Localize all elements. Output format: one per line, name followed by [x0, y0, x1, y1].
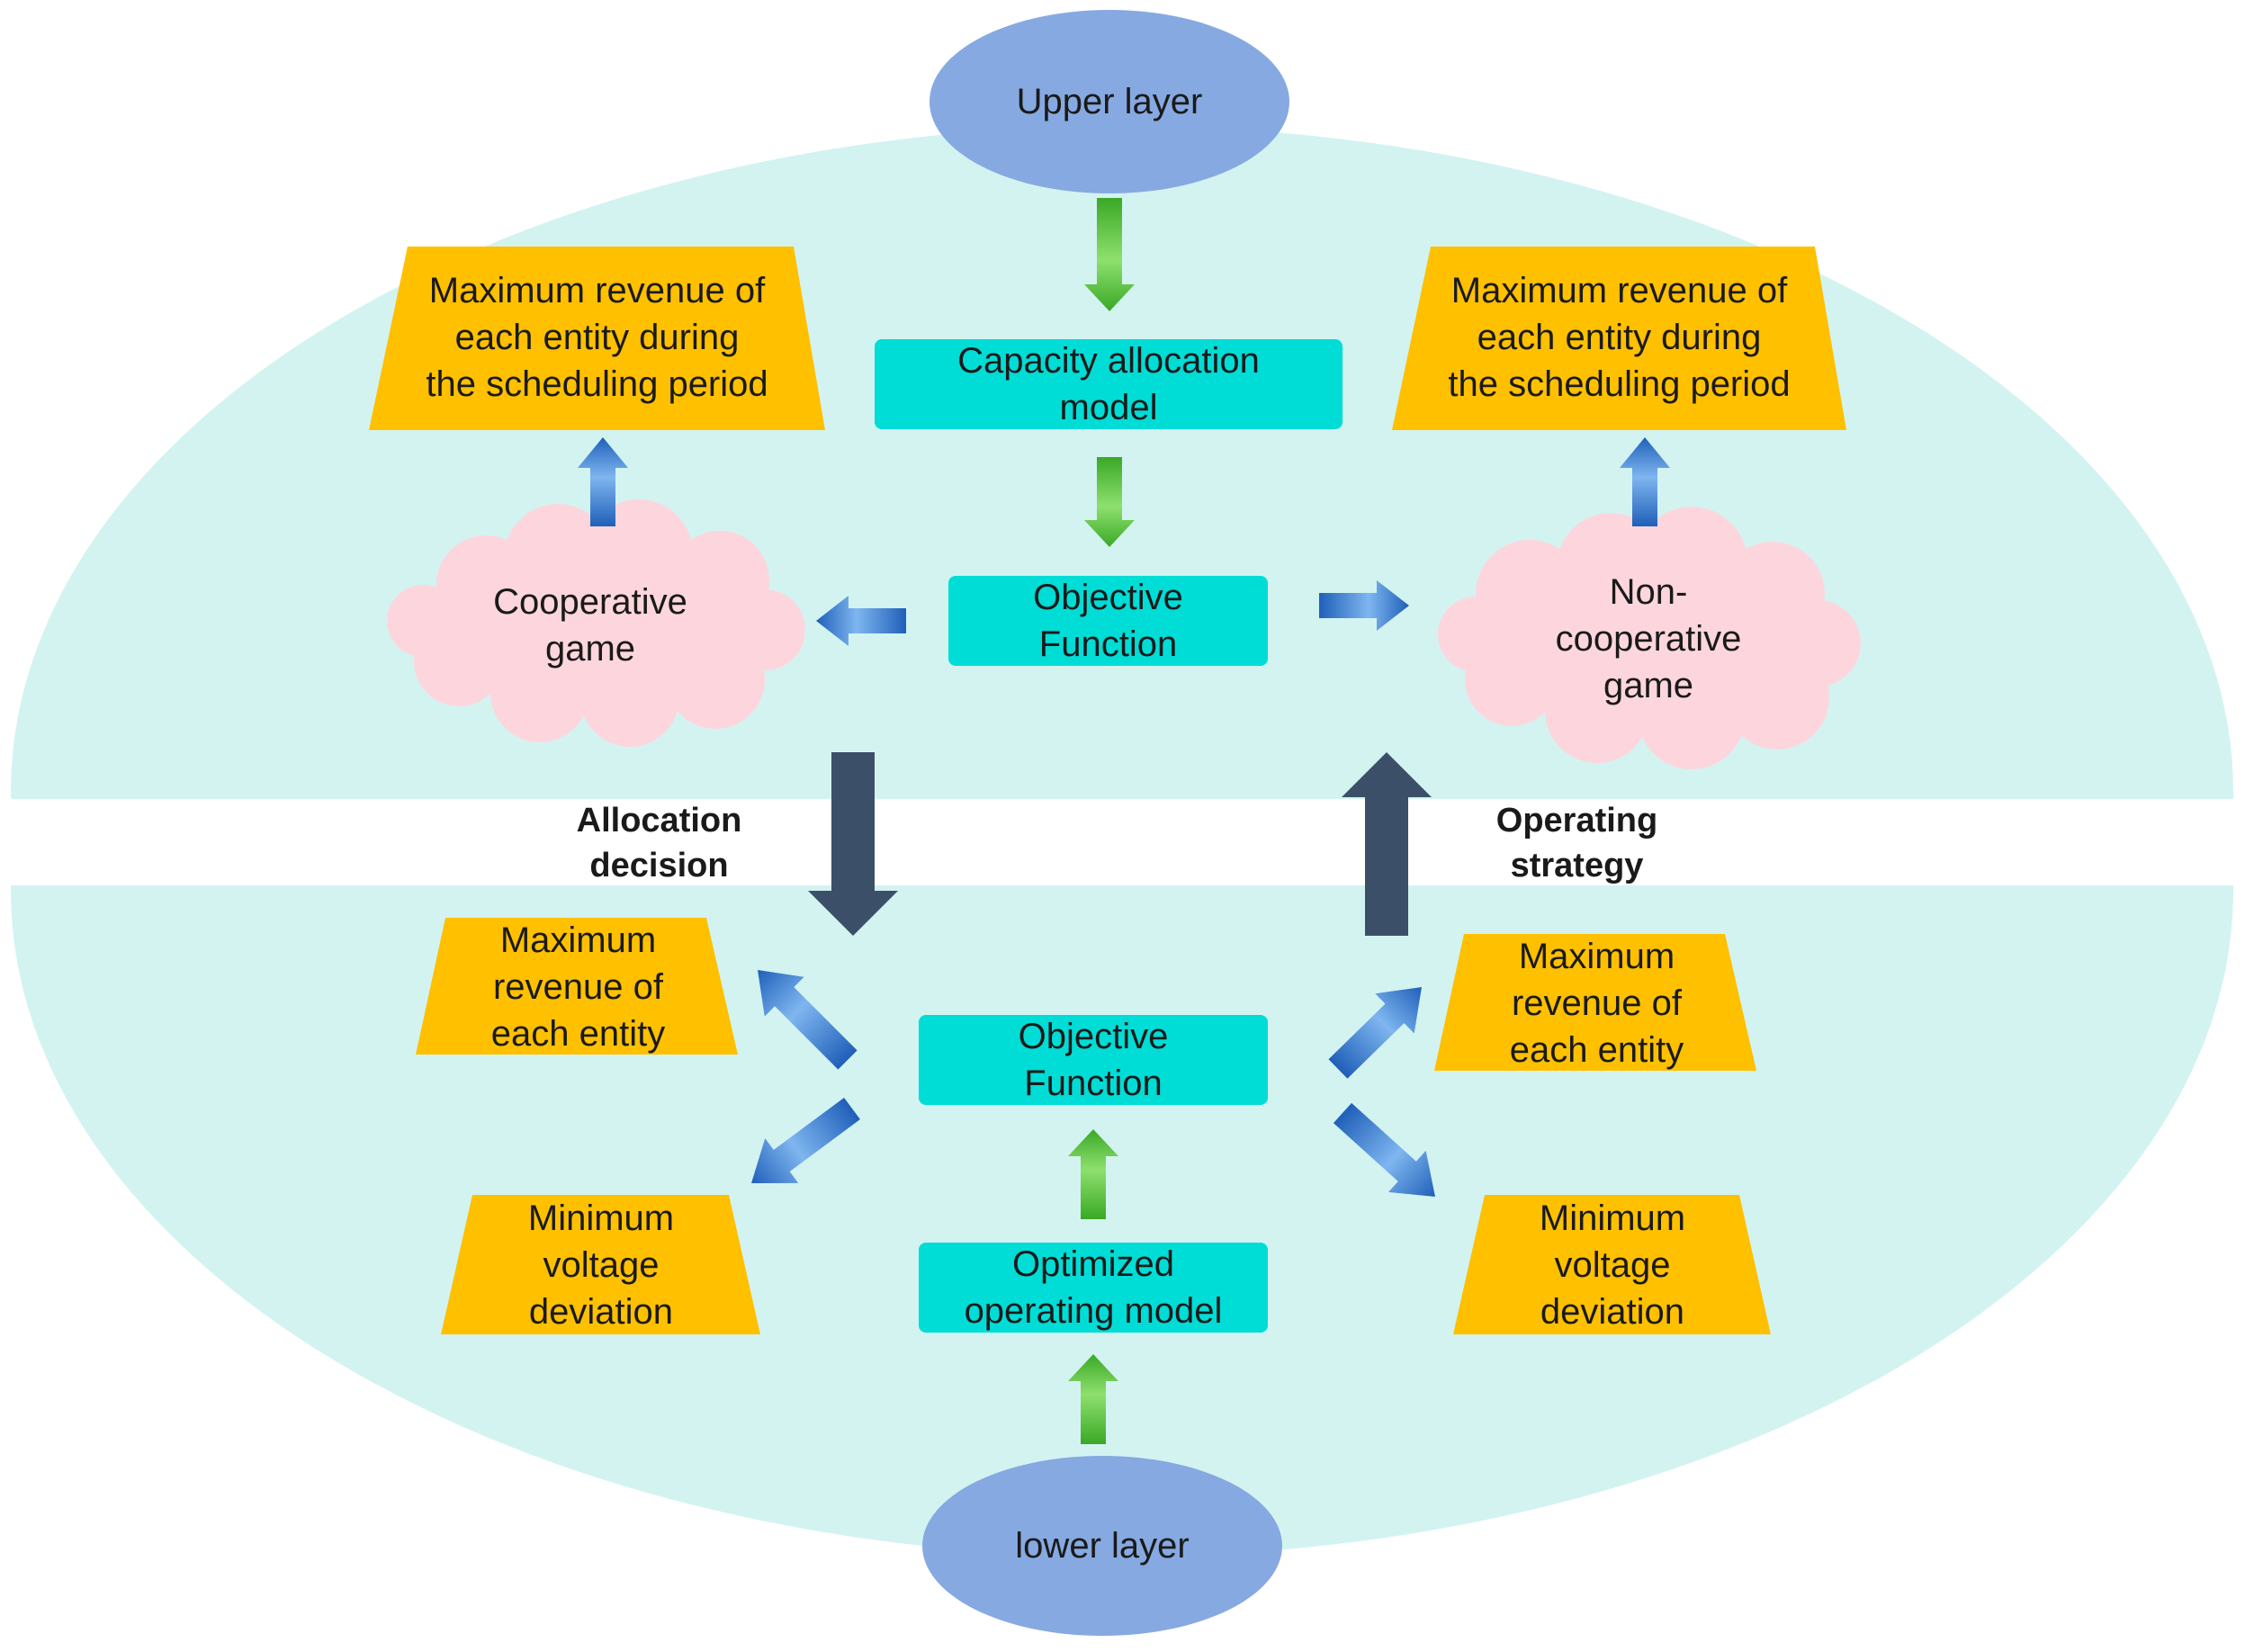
upper-layer-ellipse [929, 10, 1289, 193]
lower-objective-to-left-voltage-arrow [751, 1097, 860, 1183]
upper-left-goal-label: Maximum revenue of each entity during th… [426, 271, 768, 404]
lower-objective-to-left-revenue-arrow [758, 970, 858, 1070]
objective-to-cooperative-arrow [816, 596, 906, 646]
lower-right-voltage-label: Minimum voltage deviation [1539, 1199, 1686, 1332]
lower-layer-ellipse [922, 1456, 1282, 1636]
upper-right-goal-shape [1392, 247, 1846, 430]
cooperative-game-label: Cooperative game [493, 582, 687, 669]
arrows-group [578, 198, 1670, 1444]
objective-to-non-cooperative-arrow [1319, 580, 1409, 631]
lower-objective-to-right-revenue-arrow [1328, 987, 1422, 1079]
lower-layer-label: lower layer [1015, 1526, 1190, 1566]
non-cooperative-to-goal-arrow [1620, 437, 1670, 526]
upper-layer-label: Upper layer [1016, 82, 1203, 121]
upper-layer-to-model-arrow [1084, 198, 1135, 311]
operating-model-box [919, 1243, 1268, 1333]
lower-right-revenue-label: Maximum revenue of each entity [1509, 937, 1684, 1070]
operating-strategy-arrow [1342, 752, 1432, 936]
capacity-allocation-model-label: Capacity allocation model [957, 341, 1260, 427]
upper-left-goal-shape [369, 247, 825, 430]
upper-objective-function-label: Objective Function [1033, 578, 1183, 664]
allocation-decision-label: Allocation decision [576, 802, 742, 884]
lower-left-voltage-shape [441, 1195, 760, 1334]
model-to-objective-arrow [1084, 457, 1135, 547]
lower-right-revenue-shape [1434, 934, 1756, 1071]
allocation-decision-arrow [808, 752, 898, 936]
lower-objective-to-right-voltage-arrow [1333, 1102, 1435, 1197]
capacity-model-box [875, 339, 1343, 429]
lower-left-revenue-label: Maximum revenue of each entity [490, 920, 666, 1054]
non-cooperative-game-cloud [1438, 507, 1861, 769]
upper-objective-box [948, 576, 1268, 666]
lower-objective-box [919, 1015, 1268, 1105]
lower-layer-to-operating-model-arrow [1068, 1354, 1118, 1444]
cooperative-to-goal-arrow [578, 437, 628, 526]
upper-right-goal-label: Maximum revenue of each entity during th… [1448, 271, 1791, 404]
lower-right-voltage-shape [1453, 1195, 1771, 1334]
non-cooperative-game-label: Non- cooperative game [1555, 572, 1742, 705]
operating-strategy-label: Operating strategy [1495, 802, 1658, 884]
optimized-operating-model-label: Optimized operating model [964, 1244, 1223, 1331]
lower-left-revenue-shape [416, 918, 738, 1055]
lower-objective-function-label: Objective Function [1018, 1017, 1169, 1103]
operating-model-to-objective-arrow [1068, 1129, 1118, 1219]
lower-left-voltage-label: Minimum voltage deviation [527, 1199, 675, 1332]
